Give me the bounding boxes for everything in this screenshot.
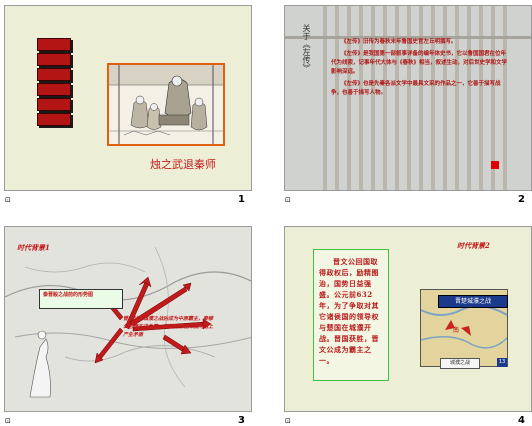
slide-body: 《左传》旧传为春秋末年鲁国史官左丘明撰写。 《左传》是我国第一部叙事详备的编年体… <box>331 38 509 98</box>
menu-button-5[interactable] <box>37 98 71 111</box>
slide-number-2: 2 <box>518 194 525 205</box>
map-callout: 秦晋殽之战前的形势图 <box>39 289 123 309</box>
notes-icon[interactable]: ⊡ <box>285 417 291 425</box>
bamboo-slips-background <box>285 6 531 190</box>
menu-button-6[interactable] <box>37 113 71 126</box>
slide-number-3: 3 <box>238 415 245 426</box>
slide-thumbnail-4[interactable]: 时代背景2 晋文公回国取得政权后，励精图治，国势日益强盛。公元前632年，为了争… <box>284 226 532 412</box>
svg-text:南: 南 <box>453 326 459 334</box>
court-illustration <box>107 63 225 146</box>
notes-icon[interactable]: ⊡ <box>5 196 11 204</box>
slide-side-title: 关于《左传》 <box>302 24 311 72</box>
text-box: 晋文公回国取得政权后，励精图治，国势日益强盛。公元前632年，为了争取对其它诸侯… <box>313 249 389 381</box>
map-label: 晋楚城濮之战 <box>438 295 508 308</box>
paragraph-1: 《左传》旧传为春秋末年鲁国史官左丘明撰写。 <box>341 39 457 45</box>
menu-button-3[interactable] <box>37 68 71 81</box>
ancient-map <box>5 227 251 411</box>
menu-button-1[interactable] <box>37 38 71 51</box>
notes-icon[interactable]: ⊡ <box>5 417 11 425</box>
slide-number-4: 4 <box>518 415 525 426</box>
slide-title: 时代背景1 <box>17 243 50 252</box>
map-caption: 城濮之战 <box>440 358 480 369</box>
slide-title: 时代背景2 <box>457 241 490 250</box>
notes-icon[interactable]: ⊡ <box>285 196 291 204</box>
map-number: 13 <box>497 358 507 367</box>
next-button[interactable] <box>491 161 499 169</box>
slide-thumbnail-1[interactable]: 烛之武退秦师 <box>4 5 252 191</box>
map-note: 晋文公在城濮之战后成为中原霸主，秦穆公也想东进争霸，秦晋两国在郑国问题上产生矛盾 <box>123 316 214 338</box>
menu-button-4[interactable] <box>37 83 71 96</box>
menu-button-2[interactable] <box>37 53 71 66</box>
slide-caption: 烛之武退秦师 <box>150 158 216 171</box>
slide-number-1: 1 <box>238 194 245 205</box>
paragraph-3: 《左传》也是先秦各派文学中最具文采的作品之一，它善于描写战争，也善于描写人物。 <box>331 81 501 96</box>
slide-thumbnail-3[interactable]: 时代背景1 秦晋殽之战前的形势图 晋文公在城濮之战后成为中原霸主，秦穆公也想东进… <box>4 226 252 412</box>
slide-thumbnail-2[interactable]: 关于《左传》 《左传》旧传为春秋末年鲁国史官左丘明撰写。 《左传》是我国第一部叙… <box>284 5 532 191</box>
paragraph-2: 《左传》是我国第一部叙事详备的编年体史书，它以鲁国国君在位年代为线索，记事年代大… <box>331 51 508 75</box>
